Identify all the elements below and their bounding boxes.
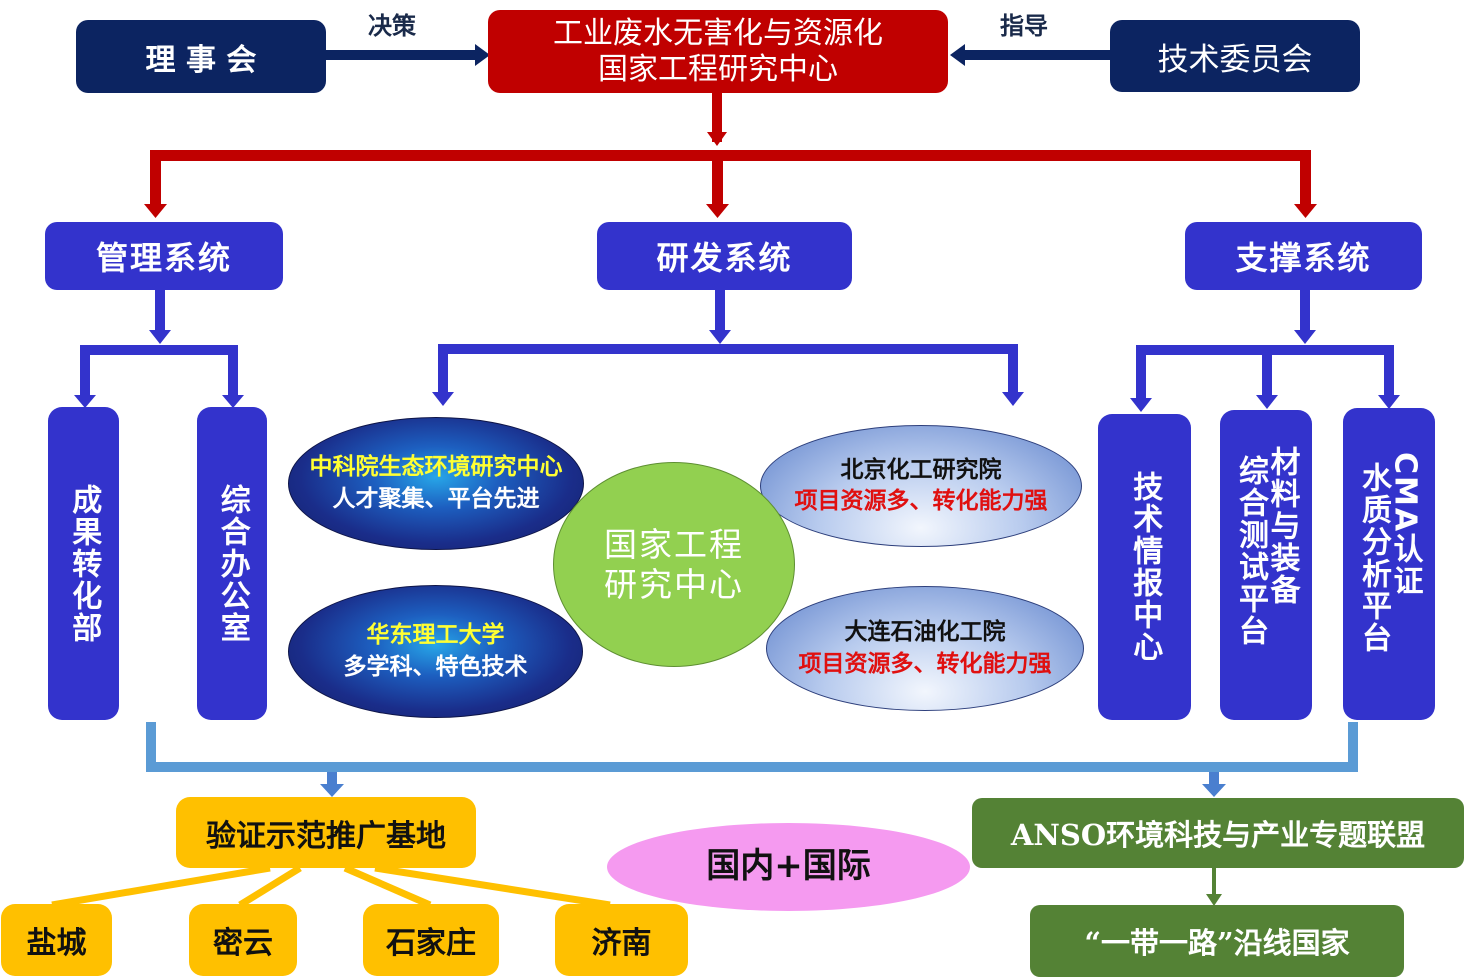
anso-alliance-box: ANSO环境科技与产业专题联盟 (972, 798, 1464, 868)
center-title-line2: 国家工程研究中心 (598, 51, 838, 87)
site-box-jinan: 济南 (555, 904, 688, 976)
unit-label-line1: 综合测试平台 (1233, 455, 1268, 647)
partner-ellipse-dalian-petrochem: 大连石油化工院 项目资源多、转化能力强 (766, 586, 1084, 711)
unit-label: 综合办公室 (214, 483, 250, 644)
support-unit-tech-info-center: 技术情报中心 (1098, 414, 1191, 720)
unit-label-line2: 材料与装备 (1264, 446, 1300, 606)
partner-name: 中科院生态环境研究中心 (309, 454, 563, 481)
alliance-label: ANSO环境科技与产业专题联盟 (1010, 818, 1426, 852)
belt-road-label: “一带一路”沿线国家 (1084, 926, 1350, 960)
unit-label: 技术情报中心 (1127, 471, 1163, 663)
alliance-arrow (1206, 868, 1222, 906)
unit-label-line2: CMA认证 (1387, 452, 1423, 598)
site-label: 密云 (213, 926, 273, 961)
scope-label: 国内+国际 (706, 846, 871, 887)
support-unit-testing-platform: 综合测试平台 材料与装备 (1220, 410, 1312, 720)
partner-desc: 项目资源多、转化能力强 (798, 650, 1052, 677)
hub-line1: 国家工程 (604, 524, 744, 564)
board-label: 理 事 会 (145, 42, 257, 78)
rnd-system-label: 研发系统 (656, 239, 793, 277)
site-label: 石家庄 (386, 926, 476, 961)
partner-ellipse-beijing-chem-institute: 北京化工研究院 项目资源多、转化能力强 (760, 425, 1082, 547)
committee-label: 技术委员会 (1157, 41, 1313, 78)
partner-desc: 人才聚集、平台先进 (332, 485, 540, 512)
site-box-shijiazhuang: 石家庄 (363, 904, 499, 976)
management-system-box: 管理系统 (45, 222, 283, 290)
management-connector (74, 290, 244, 408)
demo-base-label: 验证示范推广基地 (206, 818, 446, 854)
board-of-directors-box: 理 事 会 (76, 20, 326, 93)
decision-arrow (325, 44, 490, 66)
demo-base-box: 验证示范推广基地 (176, 797, 476, 868)
partner-name: 北京化工研究院 (840, 456, 1002, 483)
red-tree-connector (144, 92, 1317, 218)
scope-ellipse: 国内+国际 (607, 823, 970, 911)
management-unit-achievement-transfer: 成果转化部 (48, 407, 119, 720)
management-system-label: 管理系统 (95, 239, 232, 277)
management-unit-general-office: 综合办公室 (197, 407, 267, 720)
support-connector (1130, 290, 1400, 412)
bottom-bracket-connector (146, 722, 1358, 797)
site-box-yancheng: 盐城 (1, 904, 112, 976)
unit-label-line1: 水质分析平台 (1356, 462, 1391, 654)
center-title-line1: 工业废水无害化与资源化 (553, 15, 883, 51)
unit-label: 成果转化部 (66, 483, 102, 644)
site-box-miyun: 密云 (189, 904, 297, 976)
site-label: 济南 (591, 926, 652, 961)
national-center-hub-circle: 国家工程 研究中心 (553, 462, 795, 667)
partner-ellipse-ecust: 华东理工大学 多学科、特色技术 (288, 585, 583, 718)
site-connectors (51, 864, 611, 909)
national-center-box: 工业废水无害化与资源化 国家工程研究中心 (488, 10, 948, 93)
site-label: 盐城 (26, 926, 87, 961)
support-unit-water-analysis: 水质分析平台 CMA认证 (1343, 408, 1435, 720)
guidance-label: 指导 (1000, 12, 1048, 40)
guidance-arrow (950, 44, 1112, 66)
rnd-connector (432, 290, 1024, 406)
partner-name: 华东理工大学 (366, 622, 505, 649)
rnd-system-box: 研发系统 (597, 222, 852, 290)
support-system-label: 支撑系统 (1235, 239, 1372, 277)
partner-name: 大连石油化工院 (844, 619, 1006, 646)
belt-road-box: “一带一路”沿线国家 (1030, 905, 1404, 977)
technical-committee-box: 技术委员会 (1110, 20, 1360, 92)
partner-desc: 项目资源多、转化能力强 (794, 488, 1048, 514)
partner-ellipse-cas-eco-center: 中科院生态环境研究中心 人才聚集、平台先进 (288, 417, 584, 550)
decision-label: 决策 (368, 12, 416, 40)
hub-line2: 研究中心 (604, 564, 744, 604)
support-system-box: 支撑系统 (1185, 222, 1422, 290)
partner-desc: 多学科、特色技术 (343, 653, 528, 680)
